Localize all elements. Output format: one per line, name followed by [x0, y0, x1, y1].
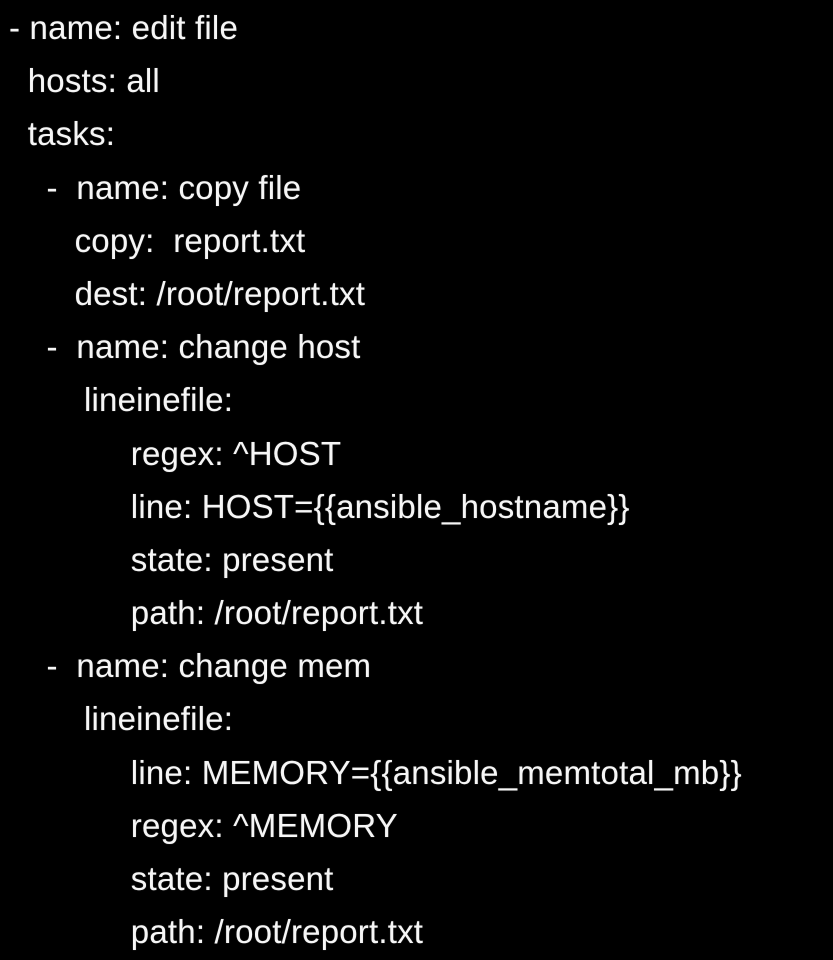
code-line: copy: report.txt: [9, 221, 306, 259]
code-line: - name: change host: [9, 328, 361, 366]
code-line: line: HOST={{ansible_hostname}}: [9, 487, 630, 525]
code-line: line: MEMORY={{ansible_memtotal_mb}}: [9, 753, 742, 791]
code-line: state: present: [9, 860, 334, 897]
code-line: - name: change mem: [9, 647, 372, 685]
code-line: path: /root/report.txt: [9, 913, 424, 951]
code-line: path: /root/report.txt: [9, 594, 424, 632]
code-line: regex: ^HOST: [9, 434, 342, 472]
code-line: regex: ^MEMORY: [9, 806, 398, 844]
code-line: - name: edit file: [9, 9, 239, 46]
code-line: lineinefile:: [9, 700, 234, 738]
code-line: - name: copy file: [9, 168, 302, 206]
code-line: state: present: [9, 540, 334, 578]
code-line: lineinefile:: [9, 381, 234, 419]
code-line: tasks:: [9, 115, 116, 153]
code-line: dest: /root/report.txt: [9, 274, 366, 312]
code-line: hosts: all: [9, 62, 160, 100]
